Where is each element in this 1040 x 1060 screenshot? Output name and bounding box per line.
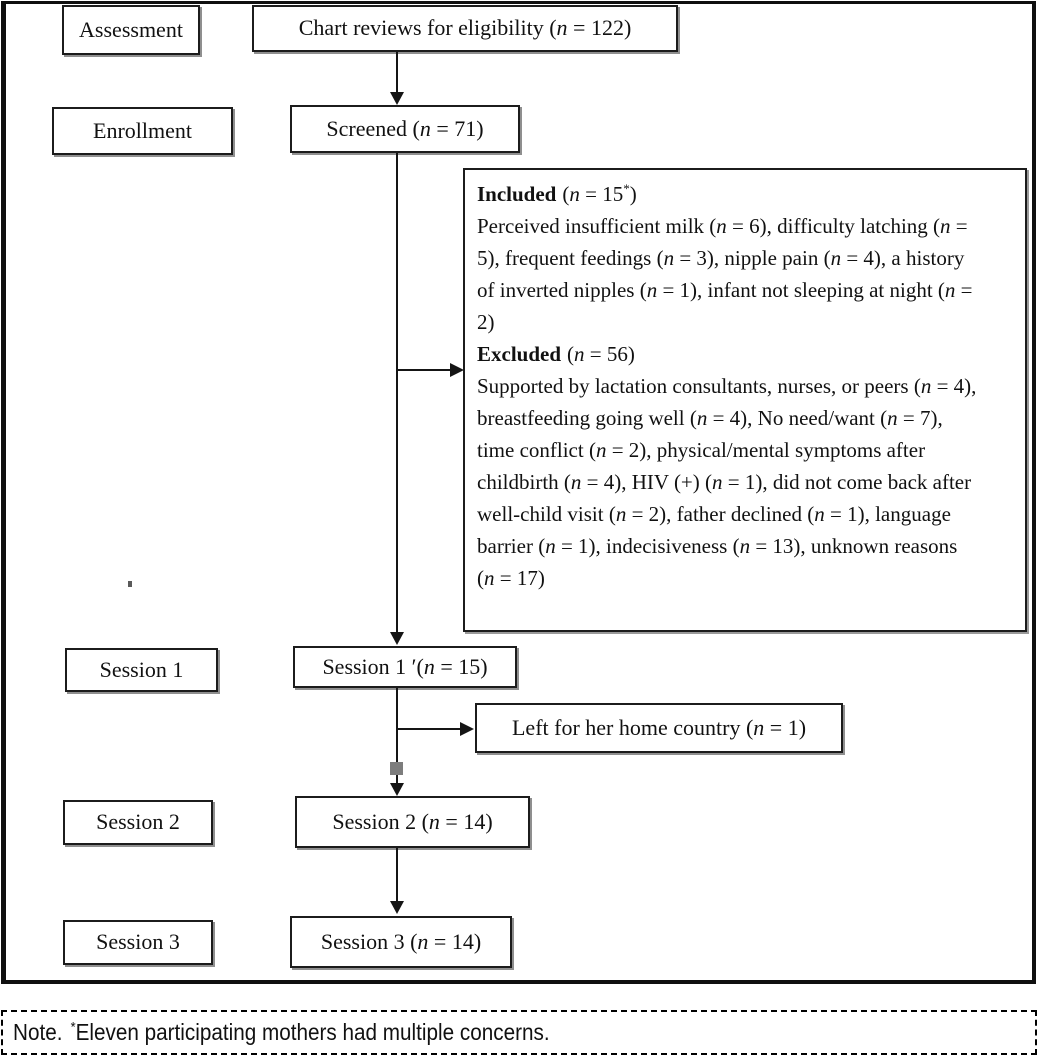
connector-branch-to-detail-box <box>397 369 452 371</box>
stage-label-session-3: Session 3 <box>63 920 213 965</box>
note-body: Eleven participating mothers had multipl… <box>75 1019 550 1045</box>
arrowhead-down-icon <box>390 783 404 796</box>
flow-box-text: Left for her home country (n = 1) <box>511 714 807 740</box>
excluded-reasons-text: Supported by lactation consultants, nurs… <box>477 374 977 590</box>
connector-chart-to-screened <box>396 52 398 94</box>
stage-label-session-2: Session 2 <box>63 800 213 845</box>
arrowhead-down-icon <box>390 901 404 914</box>
excluded-count: (n = 56 <box>567 342 628 366</box>
flow-box-text: Chart reviews for eligibility (n = 122) <box>298 15 632 41</box>
flow-box-session-1: Session 1 ′(n = 15) <box>293 646 517 688</box>
stage-label-text: Enrollment <box>93 117 192 143</box>
connector-branch-to-left-home <box>397 728 460 730</box>
flow-box-text: Session 2 (n = 14) <box>332 808 493 834</box>
connector-screened-to-session1 <box>396 153 398 632</box>
scan-artifact-dot <box>128 581 132 587</box>
footnote-asterisk: * <box>623 181 630 196</box>
stage-label-enrollment: Enrollment <box>52 107 233 155</box>
figure-note: Note. *Eleven participating mothers had m… <box>1 1010 1037 1055</box>
footnote-asterisk: * <box>70 1019 76 1036</box>
stage-label-text: Assessment <box>79 16 183 42</box>
included-heading: Included(n = 15*) <box>477 181 637 206</box>
included-count: (n = 15 <box>562 182 624 206</box>
flow-box-chart-reviews: Chart reviews for eligibility (n = 122) <box>252 5 678 52</box>
flow-box-text: Screened (n = 71) <box>326 115 484 141</box>
stage-label-text: Session 3 <box>96 929 180 955</box>
flow-box-text: Session 3 (n = 14) <box>320 928 482 954</box>
note-prefix: Note. <box>13 1019 63 1045</box>
included-reasons-text: Perceived insufficient milk (n = 6), dif… <box>477 214 973 334</box>
connector-session1-to-session2 <box>396 688 398 784</box>
flow-box-session-2: Session 2 (n = 14) <box>295 796 530 848</box>
inclusion-exclusion-box: Included(n = 15*) Perceived insufficient… <box>463 168 1027 632</box>
flow-box-session-3: Session 3 (n = 14) <box>290 916 512 968</box>
excluded-heading: Excluded(n = 56) <box>477 342 635 366</box>
flow-box-text: Session 1 ′(n = 15) <box>322 653 488 679</box>
connector-session2-to-session3 <box>396 848 398 903</box>
included-label: Included <box>477 182 557 206</box>
arrowhead-down-icon <box>390 92 404 105</box>
stage-label-text: Session 1 <box>99 656 184 682</box>
excluded-label: Excluded <box>477 342 562 366</box>
flow-box-screened: Screened (n = 71) <box>290 105 520 153</box>
arrowhead-right-icon <box>460 722 474 736</box>
arrowhead-down-icon <box>390 632 404 645</box>
flow-box-left-home-country: Left for her home country (n = 1) <box>475 703 843 753</box>
scan-artifact-square <box>390 762 403 775</box>
arrowhead-right-icon <box>450 363 464 377</box>
stage-label-text: Session 2 <box>96 809 180 835</box>
stage-label-assessment: Assessment <box>62 5 200 55</box>
figure-note-text: Note. *Eleven participating mothers had m… <box>13 1019 550 1046</box>
stage-label-session-1: Session 1 <box>65 648 218 692</box>
